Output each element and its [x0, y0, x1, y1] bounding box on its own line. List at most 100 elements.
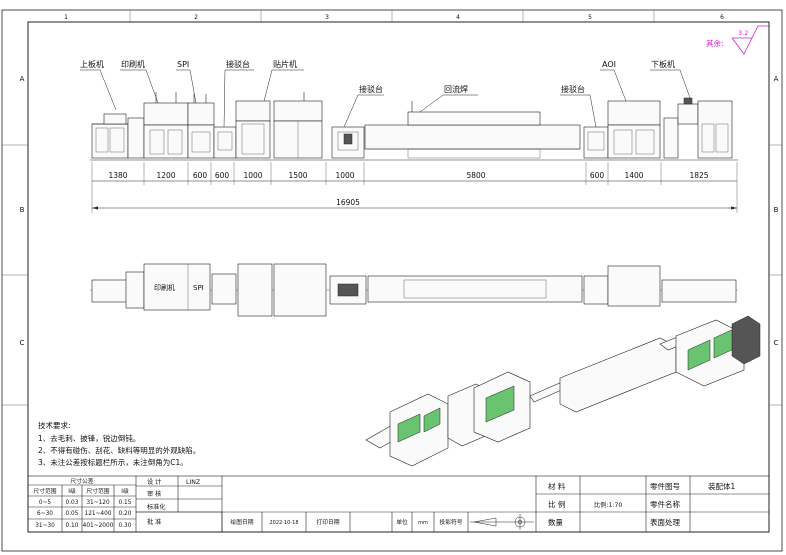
tech-requirements: 技术要求: 1、去毛刺、披锋，锐边倒钝。 2、不得有碰伤、刮花、缺料等明显的外观…: [38, 420, 200, 467]
col-number: 3: [325, 14, 329, 21]
zone-ticks: [2, 10, 782, 406]
col-number: 4: [456, 14, 460, 21]
draw-date: 2022-10-18: [269, 520, 298, 526]
tolerance-cell: 0.03: [66, 500, 79, 506]
scale-label: 比 例: [548, 499, 565, 509]
designer-name: LINZ: [186, 479, 200, 486]
unit-value: mm: [418, 520, 428, 526]
col-number: 2: [194, 14, 198, 21]
conveyor-3: [583, 126, 609, 159]
row-letter: C: [774, 339, 779, 347]
surface-label: 表面处理: [650, 517, 680, 527]
front-view: [90, 92, 738, 161]
signoff-approve: 批 准: [147, 518, 161, 526]
dim-segment: 1000: [243, 171, 262, 180]
tolerance-cell: 121~400: [85, 511, 112, 517]
dimension-values: 1380 1200 600 600 1000 1500 1000 5800 60…: [108, 171, 708, 207]
dim-total: 16905: [336, 198, 360, 207]
tech-item: 1、去毛刺、披锋，锐边倒钝。: [38, 433, 140, 443]
label-leaders: [80, 69, 691, 128]
part-no-label: 零件图号: [650, 481, 680, 491]
mounter-2: [273, 92, 323, 159]
label-conveyor-3: 接驳台: [561, 84, 585, 94]
dim-segment: 600: [193, 171, 208, 180]
tech-item: 3、未注公差按标题栏所示，未注倒角为C1。: [38, 457, 188, 467]
label-aoi: AOI: [602, 60, 616, 69]
tolerance-table: 尺寸公差 尺寸范围 Ⅰ级 尺寸范围 Ⅰ级 0~5 0.03 31~120 0.1…: [33, 477, 131, 529]
tolerance-cell: 0.20: [119, 511, 132, 517]
label-loader: 上板机: [80, 59, 104, 69]
col-number: 5: [588, 14, 592, 21]
label-printer: 印刷机: [121, 59, 145, 69]
dim-segment: 600: [215, 171, 230, 180]
projection-label: 投影符号: [439, 518, 462, 526]
dim-segment: 1000: [335, 171, 354, 180]
material-label: 材 料: [548, 481, 566, 491]
roughness-symbol: 其余: 3.2: [706, 25, 770, 55]
machine-labels: 上板机 印刷机 SPI 接驳台 贴片机 接驳台 回流焊 接驳台 AOI 下板机: [80, 59, 675, 94]
row-letter: A: [20, 75, 25, 83]
tech-item: 2、不得有碰伤、刮花、缺料等明显的外观缺陷。: [38, 445, 200, 455]
tech-title: 技术要求:: [38, 420, 71, 430]
bottom-strip: 绘图日期 2022-10-18 打印日期 单位 mm 投影符号: [230, 518, 462, 526]
buffer-unit: [127, 117, 145, 159]
projection-symbol-icon: [470, 514, 534, 530]
loader-machine: [91, 113, 129, 159]
dim-segment: 1200: [156, 171, 175, 180]
label-reflow: 回流焊: [444, 84, 468, 94]
dim-segment: 5800: [466, 171, 485, 180]
tolerance-cell: 31~120: [86, 500, 110, 506]
plan-label-spi: SPI: [193, 284, 204, 292]
tolerance-title: 尺寸公差: [70, 477, 93, 485]
label-mounter: 贴片机: [273, 59, 297, 69]
drawing-name: 装配体1: [708, 481, 735, 491]
draw-date-label: 绘图日期: [230, 518, 253, 526]
part-name-label: 零件名称: [650, 499, 680, 509]
scale-value: 比例:1:70: [594, 501, 622, 509]
tolerance-cell: 6~30: [37, 511, 53, 517]
tolerance-cell: 0~5: [39, 500, 52, 506]
conveyor-2: [331, 126, 365, 159]
tolerance-cell: 0.15: [119, 500, 132, 506]
col-number: 6: [720, 14, 724, 21]
column-numbers: 1 2 3 4 5 6: [64, 14, 724, 21]
label-conveyor-1: 接驳台: [226, 59, 250, 69]
row-letter: B: [20, 206, 25, 214]
print-date-label: 打印日期: [316, 518, 339, 526]
reflow-oven: [364, 101, 581, 159]
tolerance-cell: 0.10: [66, 523, 79, 529]
unloader-machine: [663, 97, 733, 159]
dim-segment: 1825: [689, 171, 708, 180]
row-letter: A: [774, 75, 779, 83]
dim-segment: 600: [590, 171, 605, 180]
tolerance-header: Ⅰ级: [121, 487, 129, 495]
isometric-view: [365, 315, 761, 467]
dim-segment: 1500: [288, 171, 307, 180]
quantity-label: 数量: [548, 517, 563, 527]
plan-label-printer: 印刷机: [154, 283, 175, 292]
tolerance-cell: 0.30: [119, 523, 132, 529]
label-conveyor-2: 接驳台: [359, 84, 383, 94]
title-block-text: 材 料 比 例 比例:1:70 数量 零件图号 零件名称 表面处理 装配体1: [548, 481, 735, 527]
dimension-chain: [91, 162, 738, 213]
tolerance-header: Ⅰ级: [68, 487, 76, 495]
signoff-design: 设 计: [147, 478, 161, 486]
label-unloader: 下板机: [651, 59, 675, 69]
printer-machine: [143, 92, 189, 159]
roughness-label: 其余:: [706, 38, 724, 48]
aoi-machine: [607, 100, 661, 159]
signoff-block: 设 计 审 核 标准化 批 准 LINZ: [147, 478, 200, 526]
spi-machine: [187, 94, 215, 159]
row-letters: A B C A B C: [20, 75, 779, 347]
unit-label: 单位: [396, 518, 408, 526]
tolerance-cell: 401~2000: [83, 523, 114, 529]
dim-segment: 1380: [108, 171, 127, 180]
mounter-1: [235, 100, 271, 159]
title-block-grid: [27, 475, 770, 533]
signoff-review: 审 核: [147, 490, 161, 498]
roughness-value: 3.2: [738, 29, 748, 37]
tolerance-header: 尺寸范围: [86, 487, 109, 495]
label-spi: SPI: [177, 60, 189, 69]
conveyor-1: [213, 126, 237, 159]
